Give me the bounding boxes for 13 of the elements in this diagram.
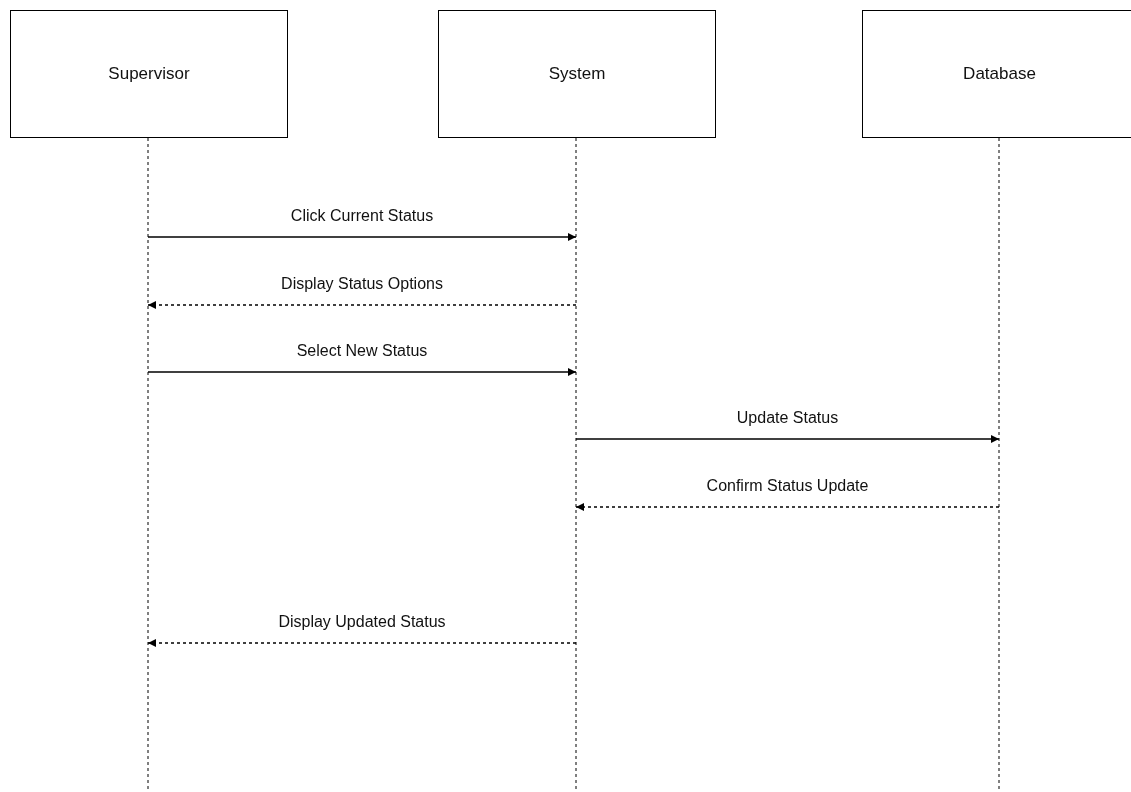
participant-box: Supervisor [10,10,288,138]
return-message-arrow [147,639,577,647]
message-arrow [147,233,577,241]
return-message-arrow [575,503,1000,511]
return-message-arrow [147,301,577,309]
participant-box: System [438,10,716,138]
edge-label: Confirm Status Update [704,477,871,495]
edge-label: Update Status [734,409,841,427]
edge-label: Display Status Options [279,275,445,293]
participant-box: Database [862,10,1131,138]
message-arrow [147,368,577,376]
edge-label: Display Updated Status [276,613,448,631]
message-arrow [575,435,1000,443]
